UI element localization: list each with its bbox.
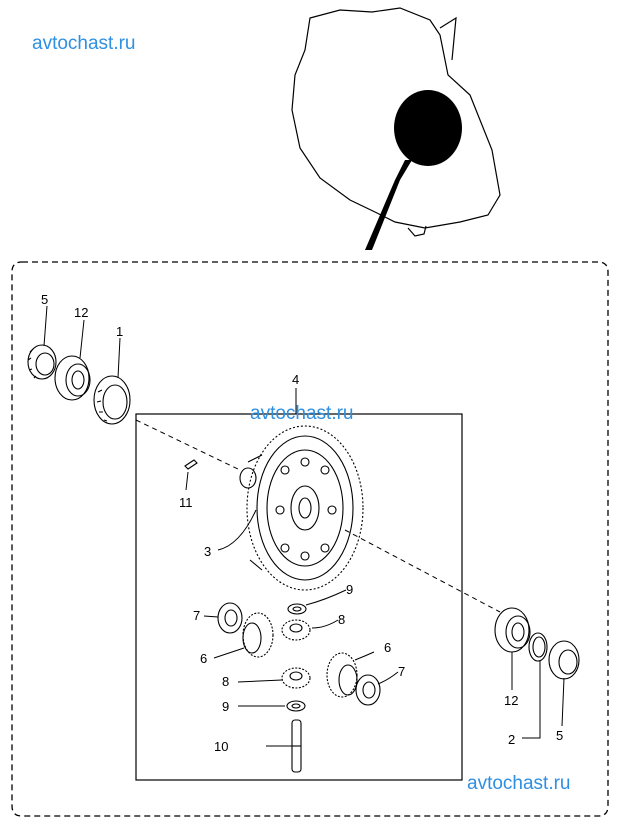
callout-6-left: 6 <box>200 651 207 666</box>
shim-ring-1 <box>93 375 131 425</box>
leader-lines <box>43 305 565 739</box>
washer-7-left <box>217 602 243 634</box>
right-seal-5 <box>548 640 580 680</box>
differential-case-box <box>135 413 463 781</box>
callout-10: 10 <box>214 739 228 754</box>
callout-3: 3 <box>204 544 211 559</box>
callout-9-top: 9 <box>346 582 353 597</box>
watermark-bottom: avtochast.ru <box>467 773 571 794</box>
callout-11: 11 <box>179 495 193 510</box>
left-seal-5 <box>27 344 57 380</box>
left-bearing-12 <box>54 355 91 401</box>
callout-5-left: 5 <box>41 292 48 307</box>
right-shim-ring-2 <box>528 632 548 662</box>
pin-11 <box>184 459 198 470</box>
callout-7-right: 7 <box>398 664 405 679</box>
callout-6-right: 6 <box>384 640 391 655</box>
callout-9-bottom: 9 <box>222 699 229 714</box>
right-bearing-12 <box>494 607 531 653</box>
callout-12-left: 12 <box>74 305 88 320</box>
callout-2: 2 <box>508 732 515 747</box>
pinion-gear-8-bottom <box>281 667 311 689</box>
pinion-gear-8-top <box>281 619 311 641</box>
callout-7-left: 7 <box>193 608 200 623</box>
washer-9-bottom <box>286 700 306 712</box>
callout-8-bottom: 8 <box>222 674 229 689</box>
differential-location-marker <box>365 90 462 250</box>
watermark-middle: avtochast.ru <box>250 403 354 424</box>
watermark-top: avtochast.ru <box>32 33 136 54</box>
assembly-dashed-frame <box>11 261 609 817</box>
callout-12-right: 12 <box>504 693 518 708</box>
callout-8-top: 8 <box>338 612 345 627</box>
side-gear-6-right <box>326 652 358 698</box>
callout-4: 4 <box>292 372 299 387</box>
pinion-shaft-10 <box>266 719 302 773</box>
callout-5-right: 5 <box>556 728 563 743</box>
washer-9-top <box>287 603 307 615</box>
ring-gear-3 <box>239 425 364 591</box>
transmission-housing-outline <box>291 7 501 237</box>
axis-line-left <box>135 419 241 471</box>
side-gear-6-left <box>242 612 274 658</box>
axis-line-right <box>344 529 501 613</box>
callout-1: 1 <box>116 324 123 339</box>
washer-7-right <box>355 674 381 706</box>
